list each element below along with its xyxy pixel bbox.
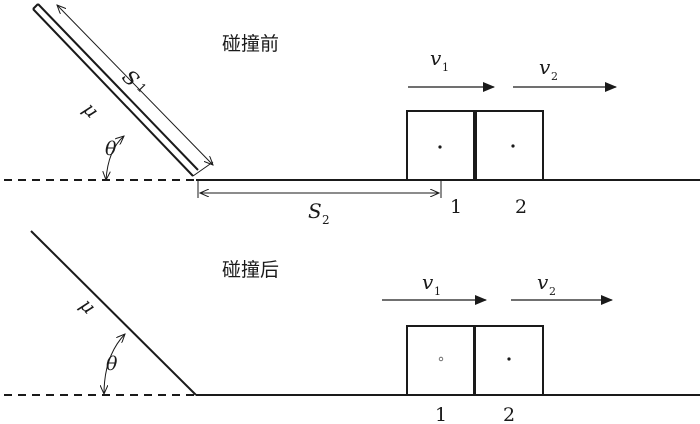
incline-rod-top bbox=[37, 3, 199, 171]
incline-line bbox=[30, 230, 197, 396]
friction-mu-label: μ bbox=[78, 98, 102, 122]
v2-subscript: 2 bbox=[551, 70, 558, 83]
block-2-label: 2 bbox=[515, 196, 527, 218]
v1-symbol-after: v bbox=[422, 270, 434, 294]
block-1-center-dot bbox=[438, 145, 442, 149]
before-title: 碰撞前 bbox=[222, 33, 279, 55]
block-1-after-center-dot bbox=[438, 356, 444, 362]
block-2-after bbox=[474, 325, 544, 396]
block-2-after-label: 2 bbox=[503, 404, 515, 424]
block-2 bbox=[475, 110, 544, 181]
block-2-center-dot bbox=[511, 144, 515, 148]
s1-dimension-arrow bbox=[57, 5, 213, 165]
before-panel: 碰撞前 S 1 μ θ S 2 1 2 v 1 bbox=[4, 3, 700, 227]
s1-subscript: 1 bbox=[134, 80, 149, 95]
block-2-after-center-dot bbox=[507, 357, 511, 361]
block-1 bbox=[406, 110, 475, 181]
incline-rod-cap bbox=[32, 3, 39, 10]
block-1-after-label: 1 bbox=[435, 404, 447, 424]
angle-arc bbox=[106, 136, 124, 180]
angle-theta-label-after: θ bbox=[106, 353, 118, 375]
v1-subscript: 1 bbox=[442, 61, 449, 74]
friction-mu-label-after: μ bbox=[75, 294, 99, 318]
after-title: 碰撞后 bbox=[222, 259, 279, 281]
angle-arc-after bbox=[104, 334, 125, 394]
v1-symbol: v bbox=[430, 46, 442, 70]
v2-symbol-after: v bbox=[537, 270, 549, 294]
block-1-label: 1 bbox=[450, 196, 462, 218]
s1-extension-line bbox=[192, 161, 214, 177]
v2-subscript-after: 2 bbox=[549, 285, 556, 298]
v1-subscript-after: 1 bbox=[434, 285, 441, 298]
v2-symbol: v bbox=[539, 55, 551, 79]
s2-subscript: 2 bbox=[322, 213, 330, 227]
angle-theta-label: θ bbox=[105, 138, 117, 160]
s2-symbol: S bbox=[308, 199, 322, 223]
after-panel: 碰撞后 μ θ 1 2 v 1 v 2 bbox=[4, 230, 700, 424]
